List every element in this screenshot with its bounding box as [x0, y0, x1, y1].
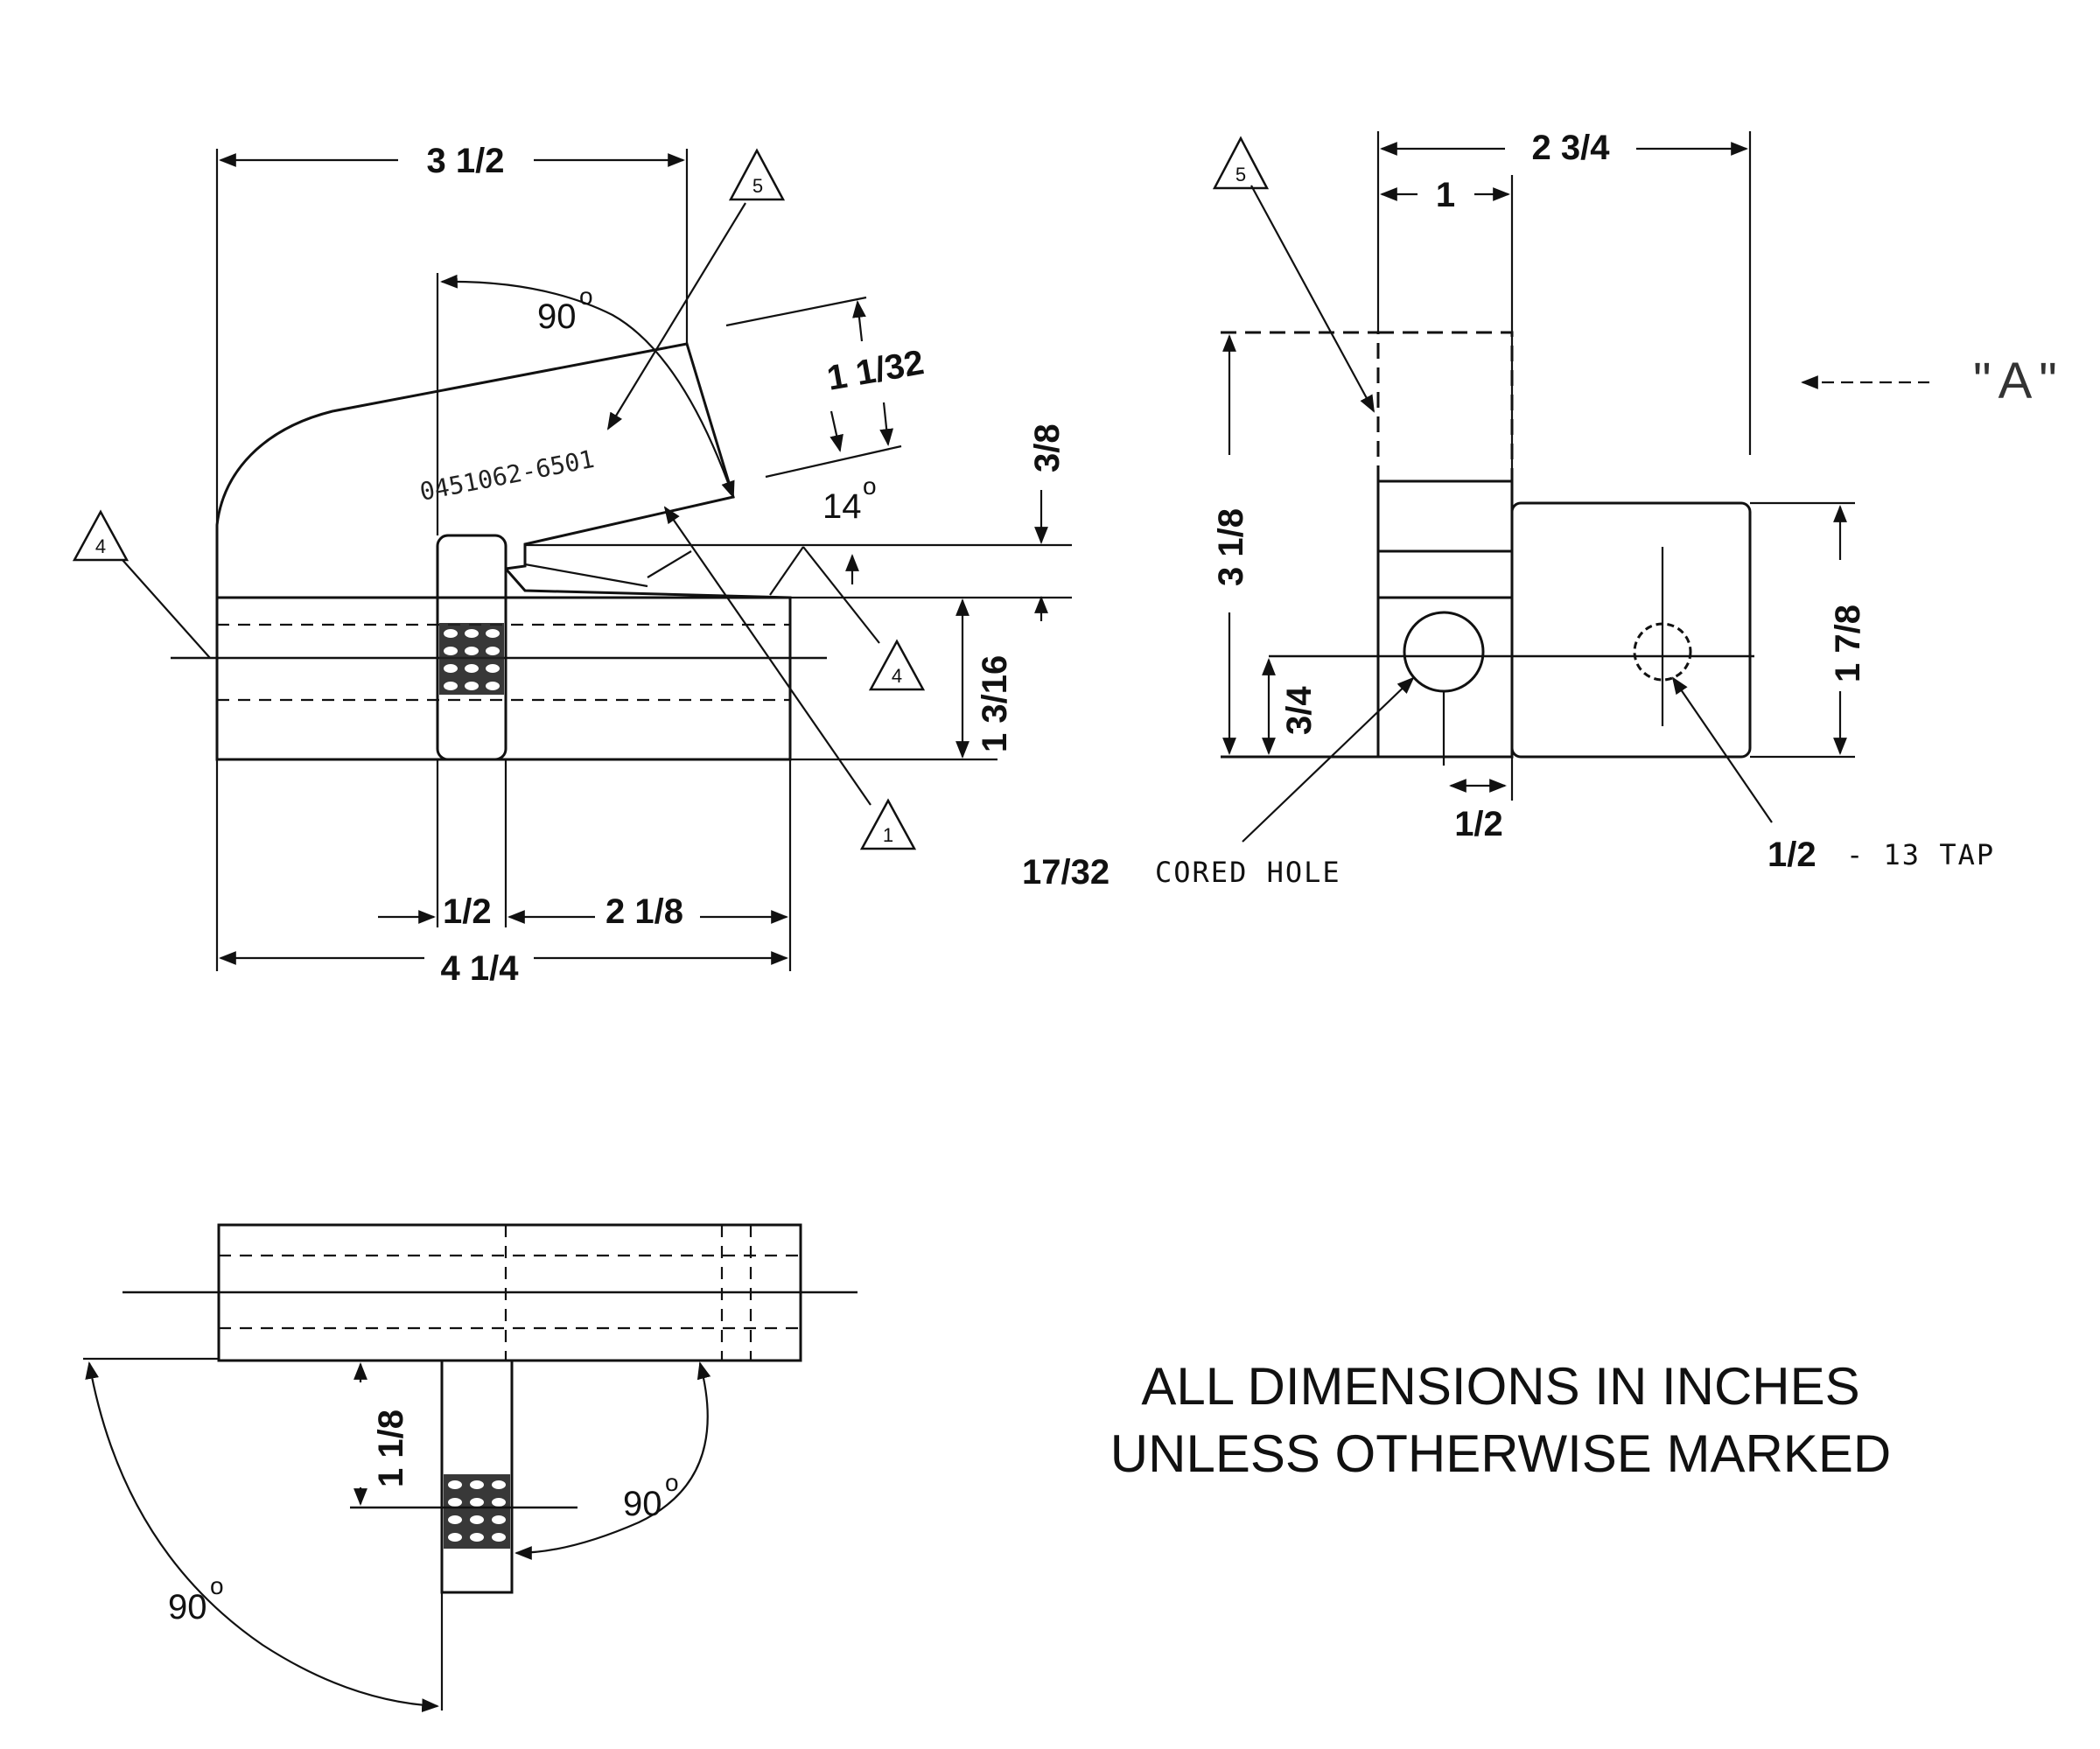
callout-triangle [1212, 136, 1270, 190]
top-view: 1 1/8 90 o 90 o [83, 1223, 858, 1713]
svg-text:o: o [665, 1469, 679, 1496]
cored-hole [1403, 611, 1485, 693]
dim-end-hole-height: 3/4 [1280, 686, 1319, 735]
part-number: 0451062-6501 [417, 444, 597, 507]
hole-left-label-num: 17/32 [1022, 853, 1110, 892]
svg-text:4: 4 [95, 535, 106, 557]
angle-arc-90 [440, 274, 735, 499]
dimension-note: ALL DIMENSIONS IN INCHES UNLESS OTHERWIS… [1110, 1357, 1891, 1483]
dim-slant-depth: 1 1/32 [824, 343, 927, 398]
end-view: 2 3/4 1 3 1/8 1 7/8 3/4 1/2 17/32 CORED … [1022, 129, 2064, 892]
svg-text:4: 4 [892, 665, 902, 687]
angle-arc-left [85, 1361, 439, 1713]
hole-left-label-text: CORED HOLE [1155, 856, 1341, 889]
angle-arc-right [514, 1361, 711, 1560]
callout-triangle [868, 639, 926, 691]
hole-right-label-num: 1/2 [1768, 836, 1816, 874]
knurl-pattern [439, 623, 504, 695]
dim-overall-top: 3 1/2 [427, 142, 505, 180]
dim-stem-height: 1 1/8 [372, 1410, 410, 1487]
svg-text:o: o [210, 1572, 224, 1599]
dim-lower-overall: 4 1/4 [441, 949, 520, 988]
front-view: 3 1/2 90 o 1 1/32 14 o 3/8 1 3/16 1/2 2 … [72, 142, 1072, 988]
end-upper-block [1376, 331, 1514, 483]
front-stem [436, 534, 508, 761]
degree-sign: o [579, 283, 593, 310]
angle-slant: 14 [822, 487, 862, 526]
knurl-pattern [444, 1474, 510, 1549]
svg-text:1: 1 [883, 824, 893, 846]
note-line-1: ALL DIMENSIONS IN INCHES [1141, 1357, 1859, 1416]
dim-lower-mid: 2 1/8 [606, 892, 683, 931]
hole-right-label-text: - 13 TAP [1846, 838, 1995, 871]
dim-end-inner: 1 [1436, 176, 1455, 214]
callout-triangle [72, 509, 130, 562]
svg-text:5: 5 [752, 175, 763, 197]
dim-right-small: 3/8 [1028, 423, 1067, 472]
callout-triangle [859, 798, 917, 850]
dim-end-overall: 2 3/4 [1532, 129, 1611, 167]
dim-lower-left: 1/2 [443, 892, 492, 931]
end-lower-block [1510, 501, 1752, 759]
callout-triangle [728, 148, 786, 201]
angle-top: 90 [537, 297, 577, 336]
svg-text:o: o [863, 472, 877, 500]
view-arrow-label: "A" [1973, 353, 2064, 409]
top-stem [440, 1359, 514, 1594]
note-line-2: UNLESS OTHERWISE MARKED [1110, 1424, 1891, 1483]
angle-left: 90 [168, 1588, 207, 1627]
dim-right-height: 1 3/16 [976, 655, 1014, 752]
svg-text:5: 5 [1236, 164, 1246, 185]
dim-end-right-height: 1 7/8 [1829, 605, 1867, 682]
dim-end-left-height: 3 1/8 [1212, 508, 1250, 586]
dim-end-hole-offset: 1/2 [1454, 805, 1503, 843]
angle-right: 90 [623, 1485, 662, 1523]
